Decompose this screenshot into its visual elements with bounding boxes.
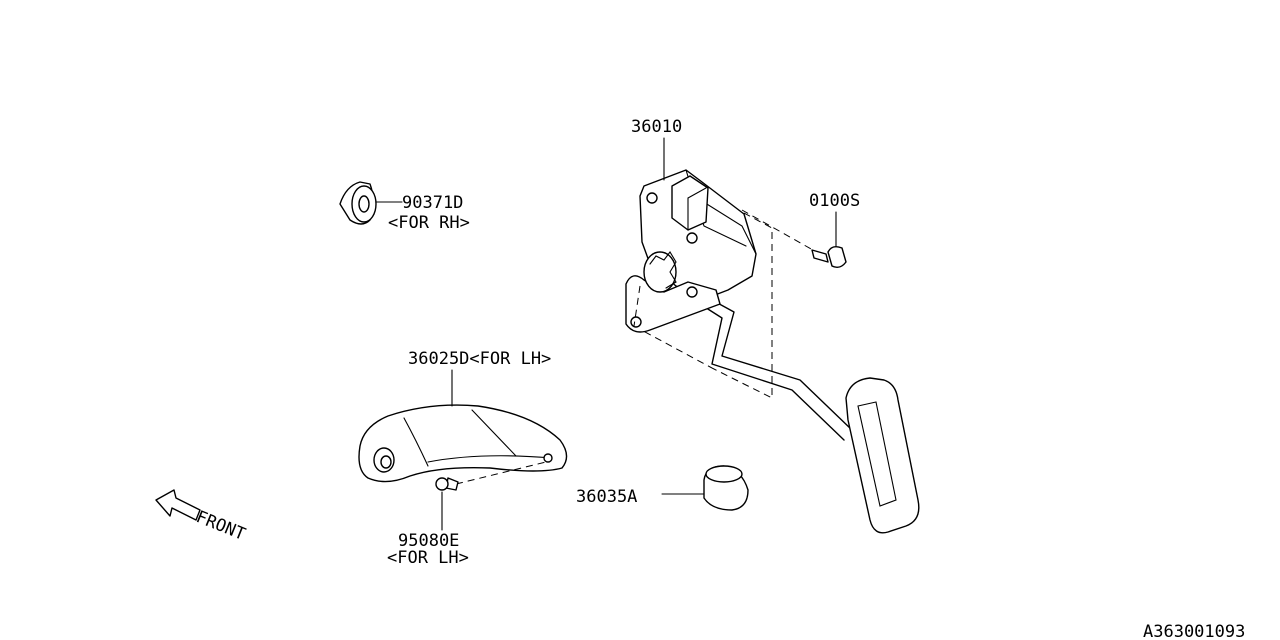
label-90371d-note: <FOR RH>: [388, 213, 470, 233]
front-arrow-icon: [155, 489, 201, 521]
label-36035a: 36035A: [576, 487, 637, 507]
stopper-36025d[interactable]: [358, 369, 568, 483]
label-36025d: 36025D<FOR LH>: [408, 349, 551, 369]
cap-90371d[interactable]: [339, 181, 403, 225]
pad-36035a[interactable]: [661, 465, 749, 511]
label-0100s: 0100S: [809, 191, 860, 211]
label-95080e: 95080E: [398, 531, 459, 551]
bolt-0100s[interactable]: [741, 209, 847, 269]
accelerator-pedal-assembly[interactable]: [625, 169, 920, 534]
label-90371d: 90371D: [402, 193, 463, 213]
label-36010: 36010: [631, 117, 682, 137]
screw-95080e[interactable]: [435, 461, 547, 531]
drawing-number: A363001093: [1143, 622, 1245, 640]
label-front: FRONT: [193, 507, 248, 545]
label-95080e-note: <FOR LH>: [387, 548, 469, 568]
